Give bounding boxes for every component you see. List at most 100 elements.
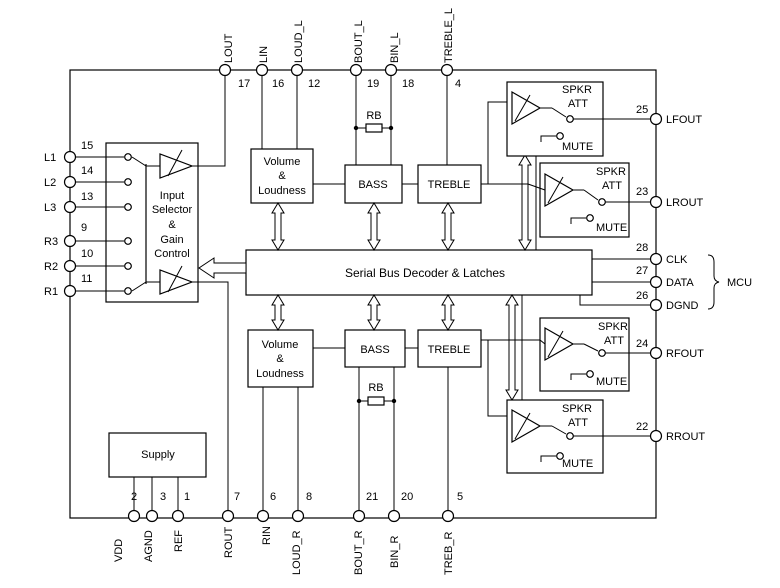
pin-number-21: 21: [366, 491, 378, 503]
control-arrows: [271, 154, 537, 401]
pin-label-r3: R3: [44, 236, 58, 248]
pin-number-5: 5: [457, 491, 463, 503]
volume-top-line-2: &: [278, 170, 286, 182]
pin-label-lfout: LFOUT: [666, 114, 702, 126]
gain-amp-bottom: [159, 269, 194, 295]
volume-bottom-line-1: Volume: [262, 339, 299, 351]
rb-top-label: RB: [366, 110, 381, 122]
spkr-3-att: ATT: [604, 335, 624, 347]
pin-bout-r: [352, 509, 366, 523]
pin-number-25: 25: [636, 104, 648, 116]
pin-number-15: 15: [81, 140, 93, 152]
pin-number-27: 27: [636, 265, 648, 277]
spkr-4-att: ATT: [568, 417, 588, 429]
rb-bottom-label: RB: [368, 382, 383, 394]
bass-bottom-block: BASS: [344, 329, 406, 368]
pin-loud-r: [291, 509, 305, 523]
pin-bin-l: [384, 63, 398, 77]
pin-lrout: [649, 195, 663, 209]
pin-l3: [63, 200, 77, 214]
pin-rfout: [649, 346, 663, 360]
pin-label-vdd: VDD: [113, 539, 125, 562]
pin-data: [649, 275, 663, 289]
spkr-3-label: SPKR: [598, 321, 628, 333]
pin-label-ref: REF: [173, 530, 185, 552]
input-selector-line-3: &: [168, 219, 176, 231]
pin-rrout: [649, 429, 663, 443]
pin-label-dgnd: DGND: [666, 300, 698, 312]
pin-number-7: 7: [234, 491, 240, 503]
spkr-1-att: ATT: [568, 98, 588, 110]
pin-number-23: 23: [636, 186, 648, 198]
pin-label-l1: L1: [44, 152, 56, 164]
pin-r2: [63, 259, 77, 273]
pin-label-lrout: LROUT: [666, 197, 704, 209]
spkr-2-mute: MUTE: [596, 222, 627, 234]
pin-number-13: 13: [81, 191, 93, 203]
mcu-brace: [707, 254, 720, 310]
right-pins: 25 LFOUT 23 LROUT 28 CLK 27 DATA 26 DGND…: [636, 104, 752, 443]
pin-number-11: 11: [81, 273, 92, 285]
pin-l1: [63, 150, 77, 164]
pin-l2: [63, 175, 77, 189]
bass-bottom-label: BASS: [360, 344, 389, 356]
pin-vdd: [127, 509, 141, 523]
pin-number-24: 24: [636, 338, 648, 350]
volume-bottom-line-3: Loudness: [256, 368, 304, 380]
speaker-att-block-1: SPKR ATT MUTE: [506, 81, 650, 157]
volume-top-line-3: Loudness: [258, 185, 306, 197]
pin-number-18: 18: [402, 78, 414, 90]
pin-label-bout-r: BOUT_R: [353, 530, 365, 575]
pin-r3: [63, 234, 77, 248]
gain-amp-top: [159, 153, 194, 179]
treble-top-block: TREBLE: [417, 164, 482, 204]
spkr-2-att: ATT: [602, 180, 622, 192]
pin-agnd: [145, 509, 159, 523]
pin-label-r2: R2: [44, 261, 58, 273]
pin-label-l3: L3: [44, 202, 56, 214]
spkr-4-mute: MUTE: [562, 458, 593, 470]
pin-number-20: 20: [401, 491, 413, 503]
spkr-1-label: SPKR: [562, 84, 592, 96]
bass-top-block: BASS: [344, 164, 403, 204]
pin-treble-l: [440, 63, 454, 77]
pin-lfout: [649, 112, 663, 126]
input-selector-line-5: Control: [154, 248, 189, 260]
left-pins: L1 15 L2 14 L3 13 R3 9 R2 10 R1 11: [44, 140, 93, 298]
pin-rin: [256, 509, 270, 523]
serial-bus-block: Serial Bus Decoder & Latches: [245, 249, 593, 296]
pin-number-16: 16: [272, 78, 284, 90]
speaker-att-block-2: SPKR ATT MUTE: [539, 162, 650, 238]
input-selector-line-1: Input: [160, 190, 184, 202]
pin-ref: [171, 509, 185, 523]
pin-number-26: 26: [636, 290, 648, 302]
pin-r1: [63, 284, 77, 298]
pin-clk: [649, 252, 663, 266]
pin-number-8: 8: [306, 491, 312, 503]
pin-dgnd: [649, 298, 663, 312]
speaker-att-block-4: SPKR ATT MUTE: [506, 399, 650, 474]
pin-label-lout: LOUT: [223, 33, 235, 63]
pin-label-rin: RIN: [261, 526, 273, 545]
input-selector-line-2: Selector: [152, 204, 193, 216]
treble-bottom-label: TREBLE: [428, 344, 471, 356]
pin-lin: [255, 63, 269, 77]
serial-bus-label: Serial Bus Decoder & Latches: [345, 266, 505, 280]
pin-label-loud-l: LOUD_L: [293, 20, 305, 63]
bottom-pins: 2 VDD 3 AGND 1 REF 7 ROUT 6 RIN 8 LOUD_R…: [113, 491, 463, 575]
pin-loud-l: [290, 63, 304, 77]
pin-number-1: 1: [184, 491, 190, 503]
pin-label-bin-r: BIN_R: [389, 536, 401, 568]
pin-label-treble-l: TREBLE_L: [443, 8, 455, 63]
supply-label: Supply: [141, 449, 175, 461]
pin-number-17: 17: [238, 78, 250, 90]
pin-number-4: 4: [455, 78, 461, 90]
input-selector-line-4: Gain: [160, 234, 183, 246]
pin-number-9: 9: [81, 222, 87, 234]
pin-label-l2: L2: [44, 177, 56, 189]
input-selector-block: Input Selector & Gain Control: [75, 142, 199, 303]
spkr-4-label: SPKR: [562, 403, 592, 415]
volume-top-line-1: Volume: [264, 156, 301, 168]
treble-top-label: TREBLE: [428, 179, 471, 191]
volume-bottom-line-2: &: [276, 353, 284, 365]
